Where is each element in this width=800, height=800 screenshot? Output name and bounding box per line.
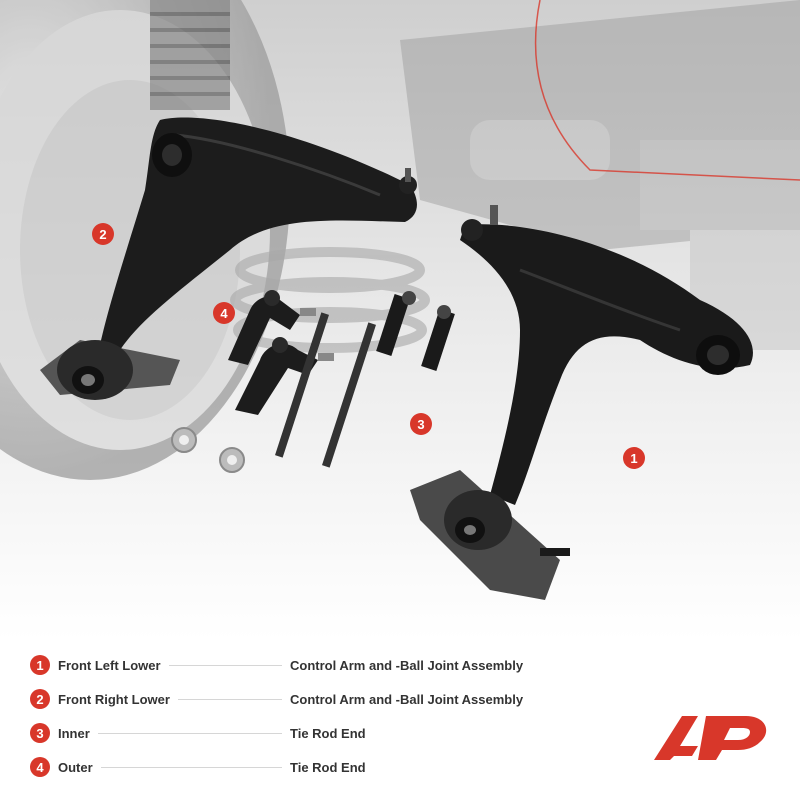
callout-3: 3 bbox=[410, 413, 432, 435]
brand-logo-icon bbox=[652, 712, 776, 762]
washers bbox=[171, 427, 245, 473]
legend-number-badge: 2 bbox=[30, 689, 50, 709]
callout-2: 2 bbox=[92, 223, 114, 245]
parts-legend: 1 Front Left Lower Control Arm and -Ball… bbox=[30, 648, 590, 784]
legend-part-name: Inner bbox=[58, 725, 90, 741]
legend-description: Control Arm and -Ball Joint Assembly bbox=[290, 691, 524, 707]
callout-1: 1 bbox=[623, 447, 645, 469]
inner-tie-rod-ends bbox=[275, 291, 455, 468]
legend-item: 2 Front Right Lower Control Arm and -Bal… bbox=[30, 682, 590, 716]
legend-divider bbox=[177, 698, 282, 700]
legend-number-badge: 4 bbox=[30, 757, 50, 777]
legend-part-name: Front Left Lower bbox=[58, 657, 161, 673]
legend-number-badge: 3 bbox=[30, 723, 50, 743]
coil-spring-background bbox=[230, 247, 430, 353]
accent-line bbox=[534, 0, 800, 181]
shock-absorber-background bbox=[150, 0, 230, 110]
legend-number-badge: 1 bbox=[30, 655, 50, 675]
chassis-background bbox=[400, 0, 800, 350]
callout-4: 4 bbox=[213, 302, 235, 324]
legend-part-name: Front Right Lower bbox=[58, 691, 170, 707]
legend-description: Tie Rod End bbox=[290, 725, 366, 741]
control-arm-right-lower bbox=[40, 117, 417, 400]
legend-description: Tie Rod End bbox=[290, 759, 366, 775]
legend-item: 1 Front Left Lower Control Arm and -Ball… bbox=[30, 648, 590, 682]
product-scene: 1 2 3 4 bbox=[0, 0, 800, 640]
legend-divider bbox=[168, 664, 282, 666]
legend-divider bbox=[97, 732, 282, 734]
legend-item: 4 Outer Tie Rod End bbox=[30, 750, 590, 784]
control-arm-left-lower bbox=[410, 205, 753, 600]
legend-item: 3 Inner Tie Rod End bbox=[30, 716, 590, 750]
legend-description: Control Arm and -Ball Joint Assembly bbox=[290, 657, 524, 673]
legend-part-name: Outer bbox=[58, 759, 93, 775]
outer-tie-rod-ends bbox=[228, 290, 334, 415]
legend-divider bbox=[100, 766, 282, 768]
scene-illustration bbox=[0, 0, 800, 640]
